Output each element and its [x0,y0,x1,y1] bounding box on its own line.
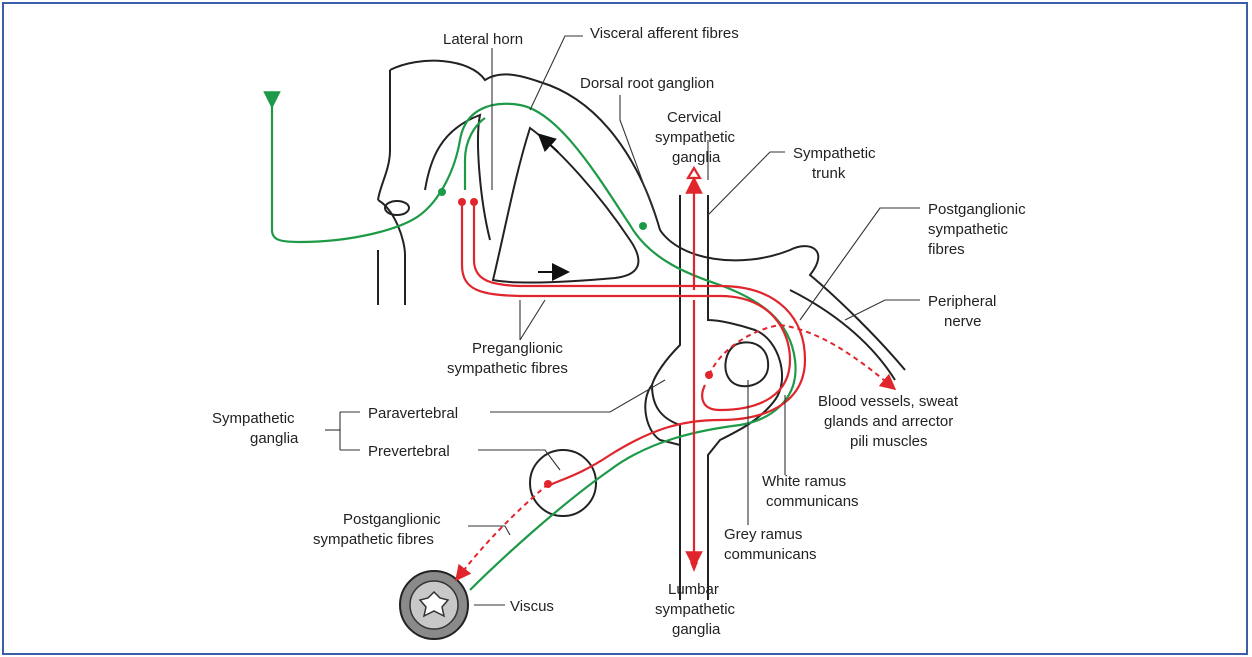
label-blood-2: glands and arrector [824,413,953,430]
label-peripheral-2: nerve [944,313,982,330]
label-symp-ganglia-2: ganglia [250,430,299,447]
label-grey-2: communicans [724,546,817,563]
label-postgang-r-2: sympathetic [928,221,1009,238]
label-postgang-r-3: fibres [928,241,965,258]
label-lateral-horn: Lateral horn [443,31,523,48]
label-lumbar-2: sympathetic [655,601,736,618]
label-pregang-1: Preganglionic [472,340,563,357]
label-postgang-l-2: sympathetic fibres [313,531,434,548]
label-trunk-1: Sympathetic [793,145,876,162]
label-viscus: Viscus [510,598,554,615]
spinal-cord-outline [378,61,905,370]
label-visceral-afferent: Visceral afferent fibres [590,25,739,42]
label-dorsal-root-ganglion: Dorsal root ganglion [580,75,714,92]
label-peripheral-1: Peripheral [928,293,996,310]
label-cervical-1: Cervical [667,109,721,126]
label-white-1: White ramus [762,473,846,490]
label-blood-3: pili muscles [850,433,928,450]
label-postgang-r-1: Postganglionic [928,201,1026,218]
label-lumbar-1: Lumbar [668,581,719,598]
label-prevertebral: Prevertebral [368,443,450,460]
label-postgang-l-1: Postganglionic [343,511,441,528]
label-lumbar-3: ganglia [672,621,721,638]
label-pregang-2: sympathetic fibres [447,360,568,377]
label-grey-1: Grey ramus [724,526,802,543]
label-cervical-2: sympathetic [655,129,736,146]
viscus-icon [400,571,468,639]
label-paravertebral: Paravertebral [368,405,458,422]
diagram-labels: Lateral horn Visceral afferent fibres Do… [212,25,1026,638]
label-symp-ganglia-1: Sympathetic [212,410,295,427]
label-blood-1: Blood vessels, sweat [818,393,959,410]
label-cervical-3: ganglia [672,149,721,166]
label-trunk-2: trunk [812,165,846,182]
label-white-2: communicans [766,493,859,510]
